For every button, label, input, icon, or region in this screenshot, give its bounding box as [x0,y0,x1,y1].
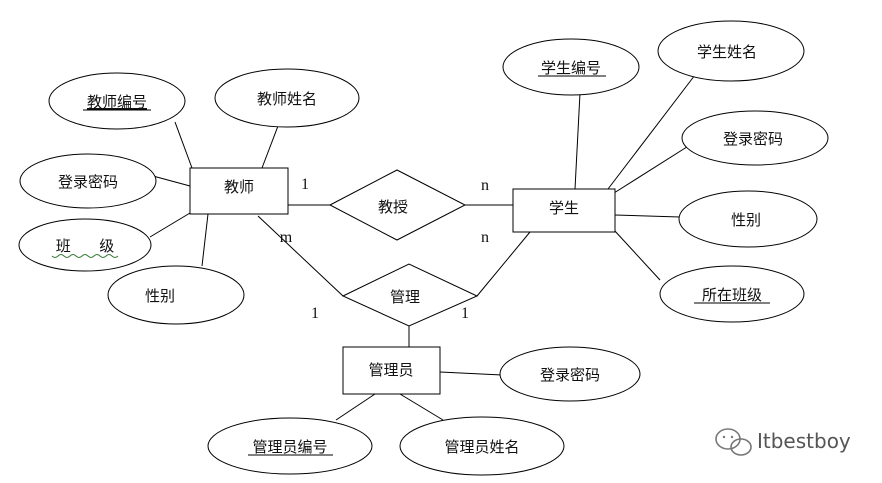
teacher-class-label: 班 级 [56,237,115,255]
cardinality-manage-right: 1 [461,305,469,322]
admin-entity: 管理员 [342,346,441,395]
cardinality-manage-teacher: m [280,229,293,246]
teacher-name-attribute: 教师姓名 [214,68,360,128]
student-gender-label: 性别 [731,211,761,229]
admin-name-label: 管理员姓名 [444,438,519,456]
admin-name-attribute: 管理员姓名 [399,416,565,476]
teacher-class-attribute: 班 级 [18,218,152,272]
teacher-name-label: 教师姓名 [257,90,317,108]
manage-relationship: 管理 [341,263,479,327]
student-name-label: 学生姓名 [697,43,757,61]
teacher-password-attribute: 登录密码 [19,153,157,209]
teacher-entity-label: 教师 [224,178,254,196]
student-id-label: 学生编号 [541,59,601,77]
spell-check-underline [51,254,119,258]
watermark: Itbestboy [715,428,851,456]
manage-relationship-label: 管理 [390,288,420,306]
student-name-attribute: 学生姓名 [657,20,805,82]
wechat-icon [715,428,752,456]
student-password-label: 登录密码 [723,130,783,148]
cardinality-manage-left: 1 [311,305,319,322]
admin-password-attribute: 登录密码 [499,346,641,402]
connector-lines [149,74,696,421]
admin-id-attribute: 管理员编号 [207,417,373,475]
teacher-entity: 教师 [189,167,289,215]
admin-id-label: 管理员编号 [252,438,327,456]
student-class-label: 所在班级 [702,286,762,304]
cardinality-teach-student: n [481,177,489,194]
student-class-attribute: 所在班级 [659,265,805,323]
student-gender-attribute: 性别 [678,190,818,248]
cardinality-manage-student: n [481,229,489,246]
admin-password-label: 登录密码 [540,366,600,384]
teach-relationship: 教授 [328,169,467,241]
teacher-id-attribute: 教师编号 [48,72,186,130]
student-password-attribute: 登录密码 [681,110,829,166]
watermark-text: Itbestboy [757,429,851,453]
teacher-id-label: 教师编号 [87,93,147,111]
student-entity-label: 学生 [549,199,579,217]
student-entity: 学生 [512,188,616,233]
student-id-attribute: 学生编号 [502,38,640,96]
cardinality-teach-teacher: 1 [301,176,309,193]
teacher-password-label: 登录密码 [58,173,118,191]
admin-entity-label: 管理员 [368,361,413,379]
teach-relationship-label: 教授 [378,198,408,216]
teacher-gender-label: 性别 [145,287,175,305]
teacher-gender-attribute: 性别 [107,265,245,325]
